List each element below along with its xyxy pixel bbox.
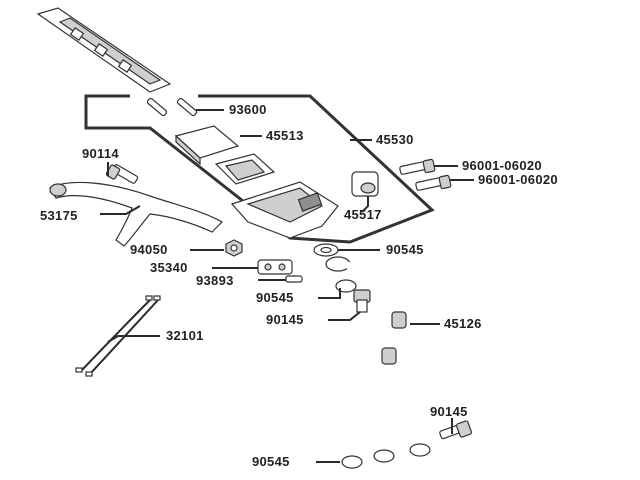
cover-45517 (351, 171, 379, 197)
label-90545-a: 90545 (386, 242, 424, 257)
label-90545-c: 90545 (252, 454, 290, 469)
brake-lever (49, 181, 223, 247)
brake-switch (257, 259, 293, 275)
label-45530: 45530 (376, 132, 414, 147)
label-93893: 93893 (196, 273, 234, 288)
banjo-bolt-90145-a (353, 289, 371, 313)
label-45517: 45517 (344, 207, 382, 222)
label-90145-a: 90145 (266, 312, 304, 327)
bolt-96001-a (399, 158, 436, 175)
label-90145-b: 90145 (430, 404, 468, 419)
label-90545-b: 90545 (256, 290, 294, 305)
label-94050: 94050 (130, 242, 168, 257)
part-labels: 93600 45513 45530 90114 96001-06020 9600… (40, 102, 558, 469)
washer-90545-lower (341, 455, 363, 469)
label-45126: 45126 (444, 316, 482, 331)
label-35340: 35340 (150, 260, 188, 275)
label-53175: 53175 (40, 208, 78, 223)
nut-94050 (225, 239, 243, 257)
label-90114: 90114 (82, 146, 119, 161)
bolt-90114 (105, 164, 139, 184)
screw-93893 (285, 275, 303, 283)
washer-90545-lower-right (409, 443, 431, 457)
label-45513: 45513 (266, 128, 304, 143)
reservoir-cap (174, 125, 240, 166)
label-96001-b: 96001-06020 (478, 172, 558, 187)
master-cylinder-body (230, 181, 339, 239)
washer-hole (320, 246, 332, 254)
label-96001-a: 96001-06020 (462, 158, 542, 173)
leader-lines (100, 109, 474, 463)
label-93600: 93600 (229, 102, 267, 117)
handlebar-grip (36, 7, 172, 93)
label-32101: 32101 (166, 328, 204, 343)
banjo-bolt-90145-b (439, 420, 473, 440)
diaphragm (214, 153, 276, 185)
bolt-96001-b (415, 174, 452, 191)
screw-93600 (146, 97, 198, 117)
